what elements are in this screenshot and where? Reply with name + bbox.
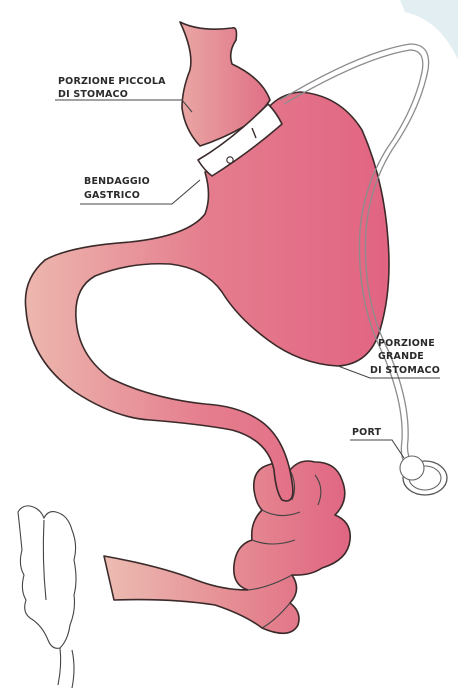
label-small-portion-line1: PORZIONE PICCOLA [58, 76, 166, 87]
large-intestine-outline [18, 506, 76, 688]
small-intestine [104, 461, 350, 633]
port-device [400, 456, 447, 495]
label-band-line1: BENDAGGIO [84, 176, 150, 187]
label-band-line2: GASTRICO [84, 190, 140, 201]
corner-shadow [400, 0, 458, 60]
label-large-portion-line2: GRANDE [378, 351, 424, 362]
label-port: PORT [352, 427, 382, 438]
stomach-large-portion [25, 92, 389, 501]
label-small-portion-line2: DI STOMACO [58, 89, 128, 100]
label-large-portion-line1: PORZIONE [378, 338, 435, 349]
label-large-portion-line3: DI STOMACO [370, 365, 440, 376]
